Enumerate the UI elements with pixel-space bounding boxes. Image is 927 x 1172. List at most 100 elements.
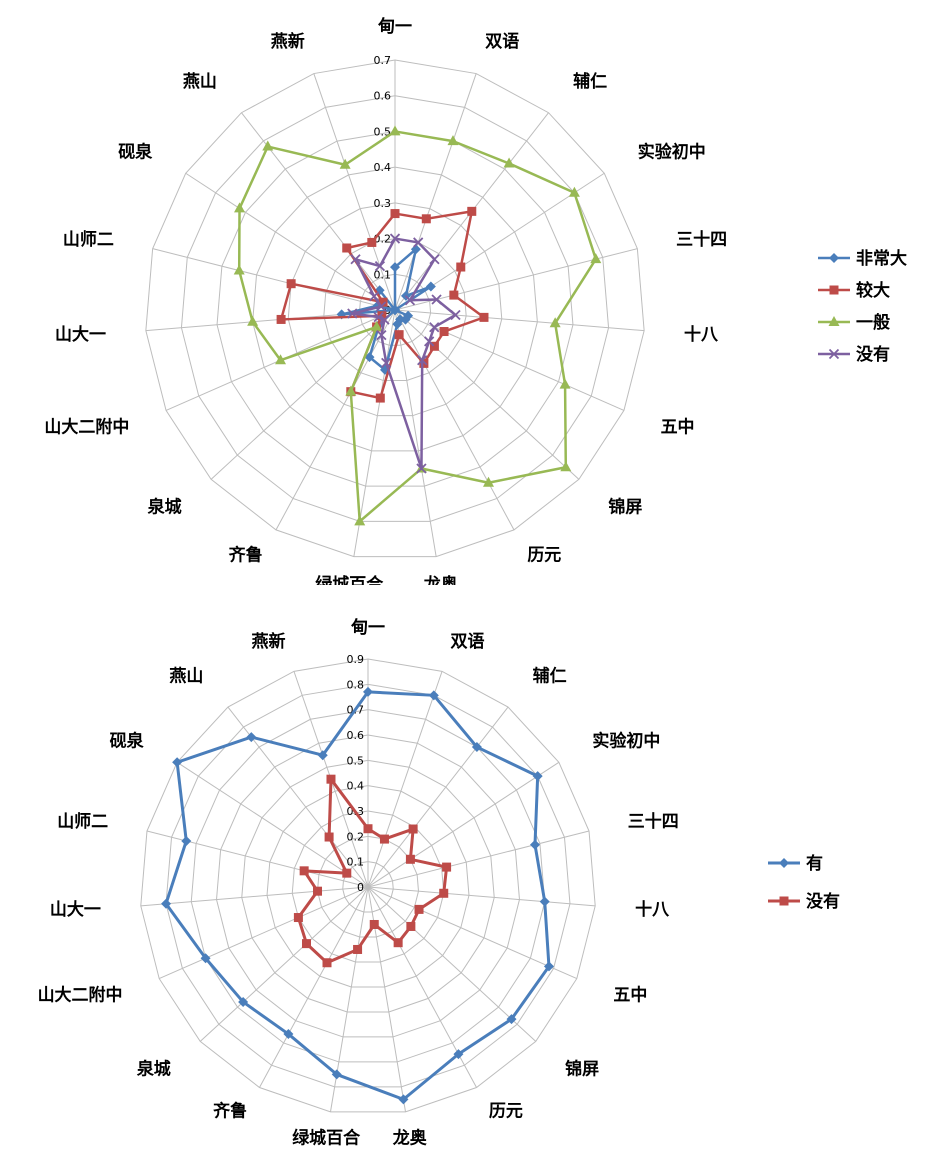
category-label: 砚泉 xyxy=(118,141,153,162)
grid-spoke xyxy=(313,73,396,311)
grid-ring xyxy=(287,202,503,417)
category-label: 绿城百合 xyxy=(315,574,384,585)
data-point xyxy=(503,157,515,168)
data-point xyxy=(379,314,390,325)
category-label: 十八 xyxy=(684,324,719,345)
legend-marker xyxy=(829,253,839,263)
grid-spoke xyxy=(159,886,369,980)
data-point xyxy=(317,750,328,761)
data-point xyxy=(339,158,351,169)
tick-label: 0.8 xyxy=(347,678,365,691)
grid-spoke xyxy=(210,309,396,480)
data-point xyxy=(374,260,386,272)
legend-marker xyxy=(829,285,839,295)
data-point xyxy=(378,297,388,307)
grid-spoke xyxy=(367,886,596,907)
data-point xyxy=(406,921,416,931)
radar-chart-1: 00.10.20.30.40.50.60.7甸一双语辅仁实验初中三十四十八五中锦… xyxy=(44,16,907,585)
data-point xyxy=(283,1029,294,1040)
category-label: 山大二附中 xyxy=(38,985,123,1006)
data-point xyxy=(389,233,401,244)
tick-label: 0.6 xyxy=(347,729,365,742)
tick-label: 0.2 xyxy=(347,830,365,843)
series-1 xyxy=(161,686,554,1105)
data-point xyxy=(559,378,571,389)
tick-label: 0.1 xyxy=(347,856,365,869)
data-point xyxy=(590,253,602,264)
legend-label: 没有 xyxy=(856,344,890,365)
category-label: 山大一 xyxy=(55,324,106,345)
tick-label: 0.4 xyxy=(374,161,392,174)
data-point xyxy=(450,309,461,321)
legend: 有没有 xyxy=(768,853,840,912)
data-point xyxy=(371,320,383,331)
category-label: 历元 xyxy=(527,545,561,565)
category-label: 五中 xyxy=(661,416,695,437)
data-point xyxy=(532,771,543,782)
grid-spoke xyxy=(367,886,577,980)
legend-label: 较大 xyxy=(856,280,890,301)
category-label: 龙奥 xyxy=(392,1128,428,1149)
data-point xyxy=(286,279,296,289)
grid-spoke xyxy=(367,761,560,888)
data-point xyxy=(419,358,429,368)
data-point xyxy=(479,312,489,322)
legend-item: 一般 xyxy=(818,312,890,333)
data-point xyxy=(414,904,424,914)
grid-spoke xyxy=(367,706,509,888)
data-point xyxy=(568,186,580,197)
data-point xyxy=(392,319,403,330)
data-point xyxy=(471,742,482,753)
data-point xyxy=(293,913,303,923)
data-point xyxy=(172,757,183,768)
grid-spoke xyxy=(367,830,590,888)
series-line xyxy=(237,130,598,523)
grid-spoke xyxy=(394,73,477,311)
legend-item: 较大 xyxy=(818,280,890,301)
category-label: 山师二 xyxy=(63,229,114,250)
data-point xyxy=(326,774,336,784)
data-point xyxy=(350,254,361,265)
legend-label: 有 xyxy=(806,853,823,874)
legend-marker xyxy=(828,348,840,360)
series-line xyxy=(296,777,449,965)
data-point xyxy=(413,237,424,248)
legend-label: 一般 xyxy=(856,312,890,333)
legend-item: 非常大 xyxy=(818,248,907,269)
tick-label: 0 xyxy=(357,881,364,894)
grid-spoke xyxy=(394,309,437,557)
data-point xyxy=(200,953,211,964)
data-point xyxy=(262,140,274,151)
data-point xyxy=(467,206,477,216)
series-4 xyxy=(347,233,461,474)
grid-ring xyxy=(145,59,645,558)
category-label: 泉城 xyxy=(147,496,182,517)
category-label: 五中 xyxy=(613,985,647,1006)
category-label: 实验初中 xyxy=(592,730,660,751)
data-point xyxy=(369,919,379,929)
data-point xyxy=(393,938,403,948)
data-point xyxy=(404,295,416,306)
category-label: 燕新 xyxy=(271,31,305,52)
category-label: 锦屏 xyxy=(565,1059,599,1080)
tick-label: 0.7 xyxy=(374,54,392,67)
radar-chart-2: 00.10.20.30.40.50.60.70.80.9甸一双语辅仁实验初中三十… xyxy=(38,617,840,1149)
legend-item: 有 xyxy=(768,853,823,874)
data-point xyxy=(376,329,387,341)
data-point xyxy=(322,958,332,968)
category-label: 燕山 xyxy=(183,71,217,92)
tick-label: 0.4 xyxy=(347,780,365,793)
grid-ring xyxy=(190,709,546,1063)
legend-item: 没有 xyxy=(818,344,890,365)
legend-marker xyxy=(828,316,840,326)
data-point xyxy=(376,301,387,312)
data-point xyxy=(400,314,411,325)
data-point xyxy=(389,125,401,136)
data-point xyxy=(449,290,459,300)
data-point xyxy=(429,341,439,351)
category-label: 双语 xyxy=(485,32,519,52)
data-point xyxy=(416,463,427,474)
tick-label: 0.9 xyxy=(347,653,365,666)
data-point xyxy=(447,135,459,146)
data-point xyxy=(431,294,442,305)
